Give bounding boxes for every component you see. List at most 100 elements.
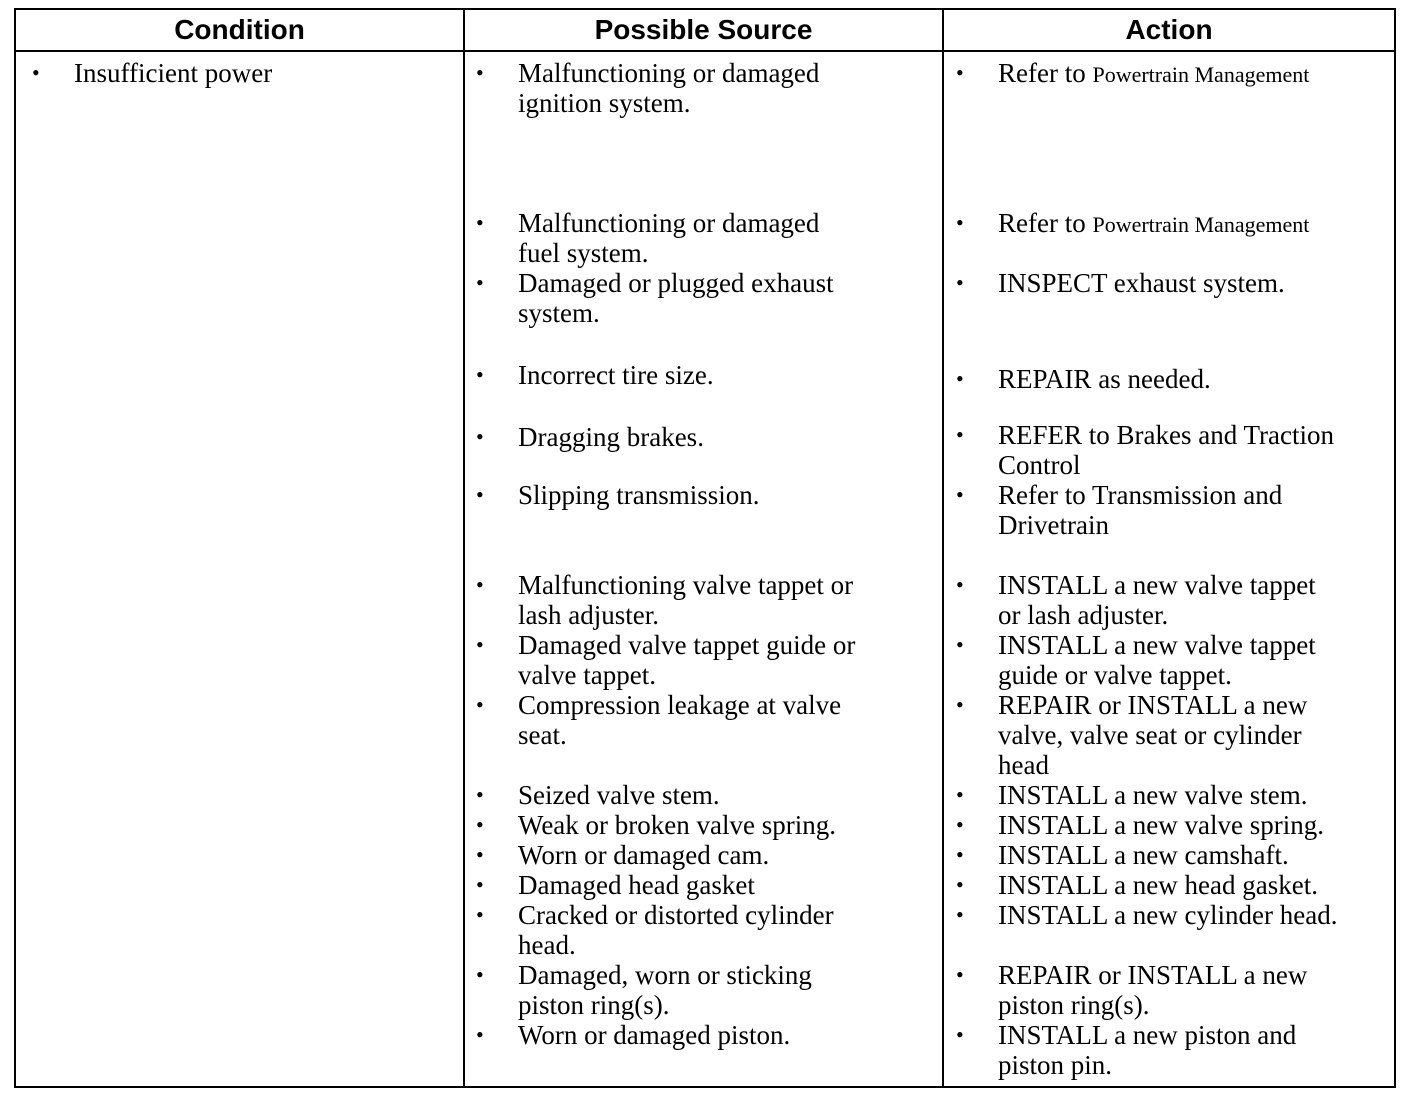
action-text: INSTALL a new valve tappet or lash adjus… — [998, 570, 1386, 630]
source-text: Weak or broken valve spring. — [518, 810, 836, 840]
condition-text: Insufficient power — [74, 58, 273, 88]
source-item: • Malfunctioning or damaged ignition syst… — [476, 58, 931, 118]
action-item: • REPAIR or INSTALL a new piston ring(s). — [956, 960, 1386, 1020]
action-item: • INSPECT exhaust system. — [956, 268, 1386, 298]
source-text: Worn or damaged piston. — [518, 1020, 791, 1050]
bullet: • — [476, 782, 484, 807]
action-item: • INSTALL a new valve tappet or lash adju… — [956, 570, 1386, 630]
bullet: • — [956, 1022, 964, 1047]
action-text: INSTALL a new valve spring. — [998, 810, 1386, 840]
source-text: Malfunctioning or damaged fuel system. — [518, 208, 820, 268]
bullet: • — [956, 422, 964, 447]
action-item: •INSTALL a new valve stem. — [956, 780, 1386, 810]
bullet: • — [476, 60, 484, 85]
bullet: • — [476, 424, 484, 449]
action-item: •Refer to Powertrain Management — [956, 208, 1386, 240]
header-action: Action — [1125, 14, 1213, 45]
source-item: • Weak or broken valve spring. — [476, 810, 931, 840]
source-item: • Dragging brakes. — [476, 422, 931, 452]
source-text: Seized valve stem. — [518, 780, 720, 810]
source-text: Malfunctioning valve tappet or lash adju… — [518, 570, 854, 630]
bullet: • — [956, 692, 964, 717]
source-item: •Malfunctioning valve tappet or lash adj… — [476, 570, 931, 630]
action-prefix: INSTALL a new valve spring. — [998, 810, 1325, 840]
header-condition: Condition — [174, 14, 305, 45]
action-prefix: INSTALL a new cylinder head. — [998, 900, 1338, 930]
action-item: • INSTALL a new piston and piston pin. — [956, 1020, 1386, 1080]
bullet: • — [956, 366, 964, 391]
action-prefix: Refer to — [998, 208, 1093, 238]
bullet: • — [476, 210, 484, 235]
source-text: Malfunctioning or damaged ignition syste… — [518, 58, 820, 118]
bullet: • — [956, 812, 964, 837]
action-prefix: REPAIR as needed. — [998, 364, 1211, 394]
source-item: •Compression leakage at valve seat. — [476, 690, 931, 750]
bullet: • — [476, 270, 484, 295]
action-prefix: INSTALL a new piston and piston pin. — [998, 1020, 1297, 1080]
source-text: Worn or damaged cam. — [518, 840, 770, 870]
action-text: REPAIR or INSTALL a new piston ring(s). — [998, 960, 1386, 1020]
bullet: • — [956, 962, 964, 987]
action-reference: Powertrain Management — [1092, 62, 1310, 87]
action-item: • INSTALL a new camshaft. — [956, 840, 1386, 870]
bullet: • — [956, 632, 964, 657]
action-prefix: REPAIR or INSTALL a new valve, valve sea… — [998, 690, 1308, 780]
bullet: • — [956, 270, 964, 295]
action-item: • REPAIR as needed. — [956, 364, 1386, 394]
source-text: Slipping transmission. — [518, 480, 760, 510]
bullet: • — [476, 842, 484, 867]
action-prefix: INSTALL a new valve tappet or lash adjus… — [998, 570, 1316, 630]
action-text: INSTALL a new head gasket. — [998, 870, 1386, 900]
action-prefix: REFER to Brakes and Traction Control — [998, 420, 1334, 480]
table-border — [14, 8, 1396, 1088]
bullet: • — [476, 482, 484, 507]
source-item: • Damaged or plugged exhaust system. — [476, 268, 931, 328]
action-prefix: Refer to Transmission and Drivetrain — [998, 480, 1283, 540]
source-text: Cracked or distorted cylinder head. — [518, 900, 834, 960]
action-text: INSTALL a new valve stem. — [998, 780, 1386, 810]
bullet: • — [476, 872, 484, 897]
action-text: INSTALL a new cylinder head. — [998, 900, 1386, 930]
header-divider — [14, 50, 1396, 52]
source-item: •Damaged, worn or sticking piston ring(s… — [476, 960, 931, 1020]
source-text: Damaged valve tappet guide or valve tapp… — [518, 630, 856, 690]
action-prefix: INSTALL a new valve stem. — [998, 780, 1308, 810]
action-text: Refer to Powertrain Management — [998, 208, 1386, 240]
action-text: REPAIR as needed. — [998, 364, 1386, 394]
bullet: • — [476, 962, 484, 987]
action-prefix: REPAIR or INSTALL a new piston ring(s). — [998, 960, 1308, 1020]
bullet: • — [956, 902, 964, 927]
source-item: • Malfunctioning or damaged fuel system. — [476, 208, 931, 268]
action-item: • INSTALL a new head gasket. — [956, 870, 1386, 900]
action-prefix: INSTALL a new head gasket. — [998, 870, 1318, 900]
action-text: INSTALL a new piston and piston pin. — [998, 1020, 1386, 1080]
source-text: Damaged or plugged exhaust system. — [518, 268, 834, 328]
bullet: • — [956, 842, 964, 867]
source-item: • Damaged head gasket — [476, 870, 931, 900]
source-text: Damaged head gasket — [518, 870, 755, 900]
source-item: • Damaged valve tappet guide or valve tap… — [476, 630, 931, 690]
column-divider-1 — [463, 8, 465, 1088]
action-item: •Refer to Powertrain Management — [956, 58, 1386, 90]
action-item: • REPAIR or INSTALL a new valve, valve se… — [956, 690, 1386, 780]
action-text: Refer to Transmission and Drivetrain — [998, 480, 1386, 540]
bullet: • — [956, 482, 964, 507]
bullet: • — [956, 572, 964, 597]
action-text: INSTALL a new valve tappet guide or valv… — [998, 630, 1386, 690]
bullet: • — [956, 60, 964, 85]
bullet: • — [476, 362, 484, 387]
action-prefix: INSPECT exhaust system. — [998, 268, 1285, 298]
header-possible-source: Possible Source — [594, 14, 813, 45]
bullet: • — [476, 902, 484, 927]
source-item: • Seized valve stem. — [476, 780, 931, 810]
bullet: • — [476, 812, 484, 837]
action-text: INSPECT exhaust system. — [998, 268, 1386, 298]
action-item: • REFER to Brakes and Traction Control — [956, 420, 1386, 480]
action-text: INSTALL a new camshaft. — [998, 840, 1386, 870]
action-item: • INSTALL a new cylinder head. — [956, 900, 1386, 930]
action-item: • INSTALL a new valve tappet guide or val… — [956, 630, 1386, 690]
bullet: • — [956, 872, 964, 897]
source-text: Dragging brakes. — [518, 422, 704, 452]
bullet: • — [476, 632, 484, 657]
